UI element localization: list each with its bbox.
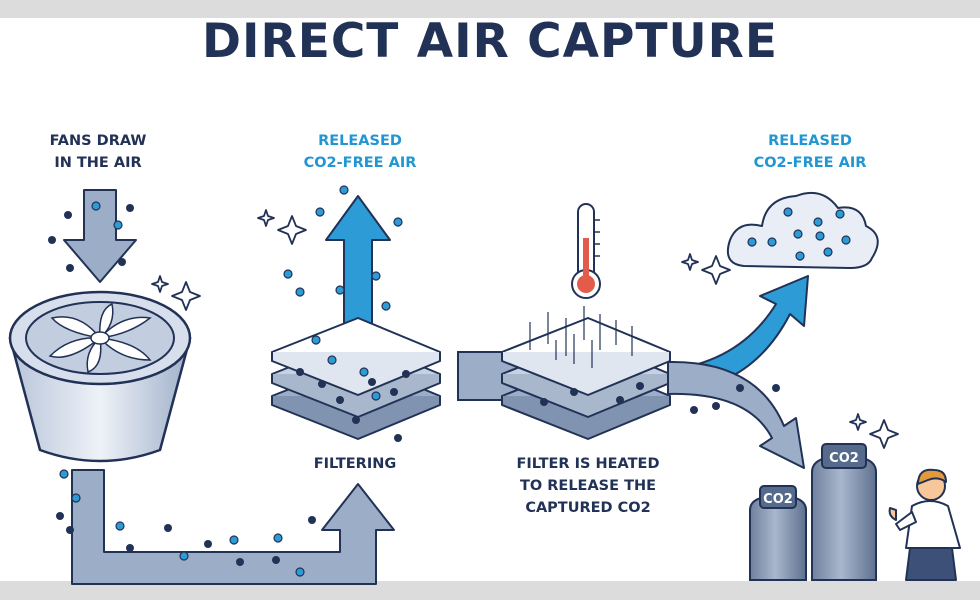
heated-label-line1: FILTER IS HEATED: [516, 456, 660, 472]
released-label-2-line1: RELEASED: [768, 133, 852, 149]
heated-label-line3: CAPTURED CO2: [525, 500, 651, 516]
capture-arrow: [667, 360, 805, 469]
heat-lines: [529, 306, 633, 368]
top-border: [0, 0, 980, 18]
filter-stack-1: [271, 317, 441, 440]
intake-arrow: [63, 189, 137, 283]
released-label-1-line1: RELEASED: [318, 133, 402, 149]
co2-tank-label-large: CO2: [829, 451, 859, 466]
heated-label-line2: TO RELEASE THE: [519, 478, 657, 494]
co2-particles: [48, 204, 780, 566]
released-label-2-line2: CO2-FREE AIR: [753, 155, 867, 171]
heated-label: FILTER IS HEATED TO RELEASE THE CAPTURED…: [478, 453, 698, 519]
released-label-1: RELEASED CO2-FREE AIR: [270, 130, 450, 174]
released-label-1-line2: CO2-FREE AIR: [303, 155, 417, 171]
sparkle-icon: [151, 209, 899, 449]
fans-label-line1: FANS DRAW: [49, 133, 147, 149]
co2-tank-icon: [749, 485, 807, 581]
co2-tank-icon: [811, 443, 877, 581]
released-label-2: RELEASED CO2-FREE AIR: [720, 130, 900, 174]
fans-label: FANS DRAW IN THE AIR: [18, 130, 178, 174]
filter-stack-2: [501, 317, 671, 440]
pipe-body: [71, 469, 395, 585]
page-title: DIRECT AIR CAPTURE: [202, 14, 778, 69]
person-icon: [888, 468, 961, 581]
fan-icon: [8, 290, 192, 463]
air-particles: [59, 185, 851, 577]
co2-tank-label-small: CO2: [763, 492, 793, 507]
fans-label-line2: IN THE AIR: [54, 155, 142, 171]
thermometer-icon: [571, 203, 601, 299]
filtering-label: FILTERING: [313, 456, 397, 472]
bottom-border: [0, 581, 980, 600]
